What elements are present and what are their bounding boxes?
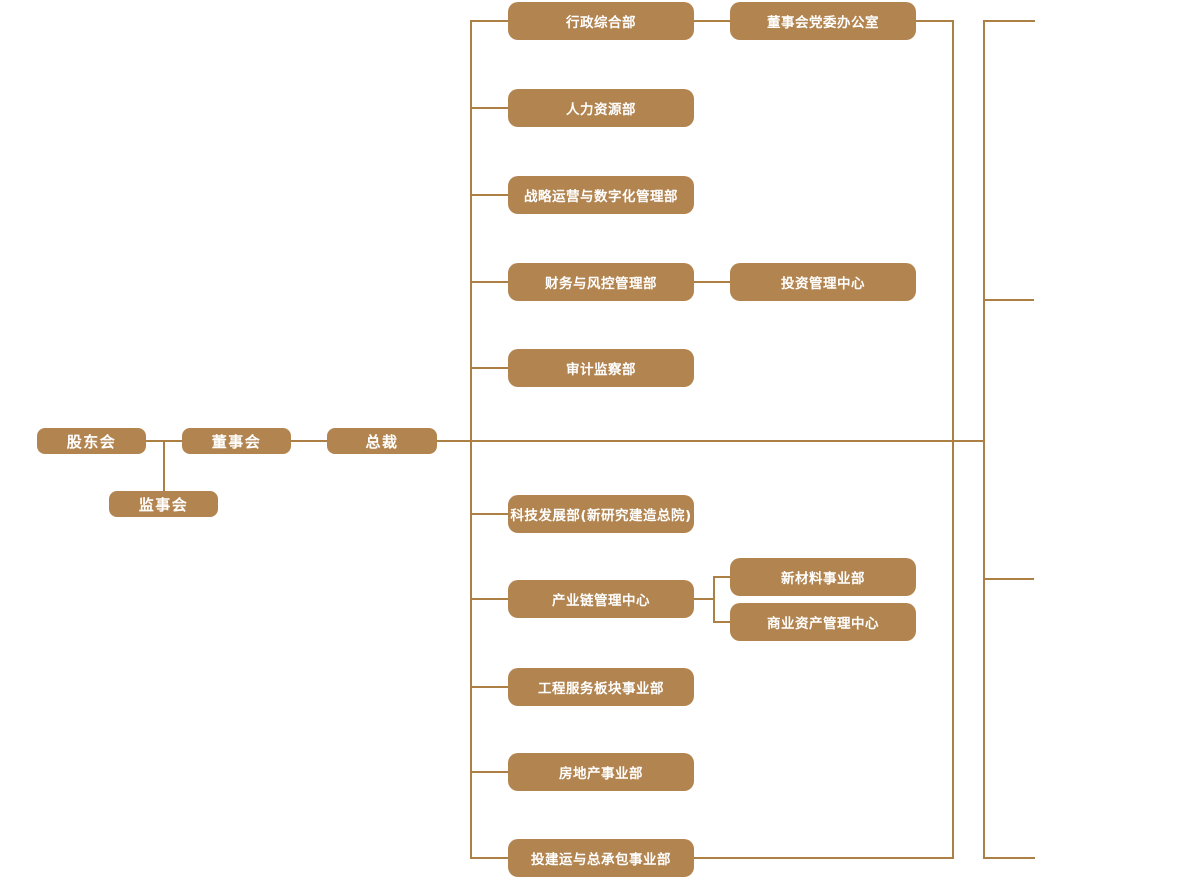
connector-finance-investment bbox=[694, 281, 730, 283]
connector-stub-strategy bbox=[470, 194, 508, 196]
node-president: 总裁 bbox=[327, 428, 437, 454]
node-strategy-digital-dept: 战略运营与数字化管理部 bbox=[508, 176, 694, 214]
node-engineering-services-div: 工程服务板块事业部 bbox=[508, 668, 694, 706]
connector-dept-spine bbox=[470, 20, 472, 859]
connector-right-rail-outer bbox=[983, 20, 985, 859]
connector-rail-stub-3 bbox=[983, 578, 1034, 580]
connector-supervisory-drop bbox=[163, 441, 165, 491]
node-invest-build-epc-div: 投建运与总承包事业部 bbox=[508, 839, 694, 877]
connector-right-rail-inner bbox=[952, 20, 954, 859]
connector-stub-industry-chain bbox=[470, 598, 508, 600]
connector-industry-branch-out bbox=[694, 598, 713, 600]
connector-epc-rail bbox=[694, 857, 952, 859]
node-shareholders-meeting: 股东会 bbox=[37, 428, 146, 454]
connector-stub-tech bbox=[470, 513, 508, 515]
node-board-party-office: 董事会党委办公室 bbox=[730, 2, 916, 40]
connector-stub-admin bbox=[470, 20, 508, 22]
node-audit-supervision-dept: 审计监察部 bbox=[508, 349, 694, 387]
connector-board-president bbox=[291, 440, 327, 442]
node-new-materials-div: 新材料事业部 bbox=[730, 558, 916, 596]
connector-shareholders-board bbox=[146, 440, 182, 442]
connector-stub-audit bbox=[470, 367, 508, 369]
connector-rail-stub-1 bbox=[983, 20, 1035, 22]
node-admin-general-dept: 行政综合部 bbox=[508, 2, 694, 40]
connector-admin-party-office bbox=[694, 20, 730, 22]
node-tech-development-dept: 科技发展部(新研究建造总院) bbox=[508, 495, 694, 533]
connector-stub-finance bbox=[470, 281, 508, 283]
node-board-of-directors: 董事会 bbox=[182, 428, 291, 454]
node-supervisory-board: 监事会 bbox=[109, 491, 218, 517]
connector-stub-epc bbox=[470, 857, 508, 859]
connector-rail-stub-4 bbox=[983, 857, 1035, 859]
connector-branch-new-materials bbox=[713, 576, 733, 578]
connector-stub-real-estate bbox=[470, 771, 508, 773]
node-investment-management-center: 投资管理中心 bbox=[730, 263, 916, 301]
connector-rail-stub-2 bbox=[983, 299, 1034, 301]
connector-industry-branch-riser bbox=[713, 576, 715, 623]
node-real-estate-div: 房地产事业部 bbox=[508, 753, 694, 791]
node-finance-risk-dept: 财务与风控管理部 bbox=[508, 263, 694, 301]
connector-party-office-rail bbox=[916, 20, 952, 22]
connector-stub-hr bbox=[470, 107, 508, 109]
connector-president-main bbox=[437, 440, 983, 442]
connector-branch-commercial-assets bbox=[713, 621, 733, 623]
node-hr-dept: 人力资源部 bbox=[508, 89, 694, 127]
connector-stub-engineering bbox=[470, 686, 508, 688]
node-industry-chain-center: 产业链管理中心 bbox=[508, 580, 694, 618]
node-commercial-assets-center: 商业资产管理中心 bbox=[730, 603, 916, 641]
